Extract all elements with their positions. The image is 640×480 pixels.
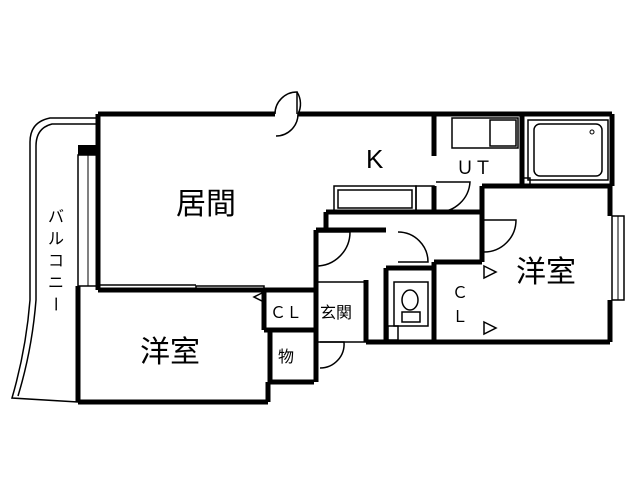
balcony-char: ー <box>46 296 63 312</box>
room-labels: K 居間 ＵＴ 洋室 洋室 ＣＬ 玄関 物 Ｃ Ｌ <box>140 144 576 369</box>
balcony-char: ニ <box>48 275 64 292</box>
closet-right-label-bottom: Ｌ <box>452 309 468 326</box>
kitchen-label: K <box>366 144 384 174</box>
closet-left-label: ＣＬ <box>270 305 302 322</box>
balcony-char: ル <box>48 231 64 248</box>
storage-label: 物 <box>278 348 294 366</box>
balcony-char: コ <box>48 253 64 270</box>
balcony-label: バ ル コ ニ ー <box>46 209 64 312</box>
doors <box>252 91 517 369</box>
fixtures <box>333 117 609 341</box>
windows <box>77 154 625 301</box>
balcony-char: バ <box>48 209 64 226</box>
closet-right-label-top: Ｃ <box>452 285 468 302</box>
living-room-label: 居間 <box>176 188 236 221</box>
balcony <box>11 117 98 403</box>
entrance-label: 玄関 <box>320 304 352 322</box>
bedroom-right-label: 洋室 <box>516 256 576 289</box>
bedroom-left-label: 洋室 <box>140 336 200 369</box>
utility-label: ＵＴ <box>456 158 492 178</box>
